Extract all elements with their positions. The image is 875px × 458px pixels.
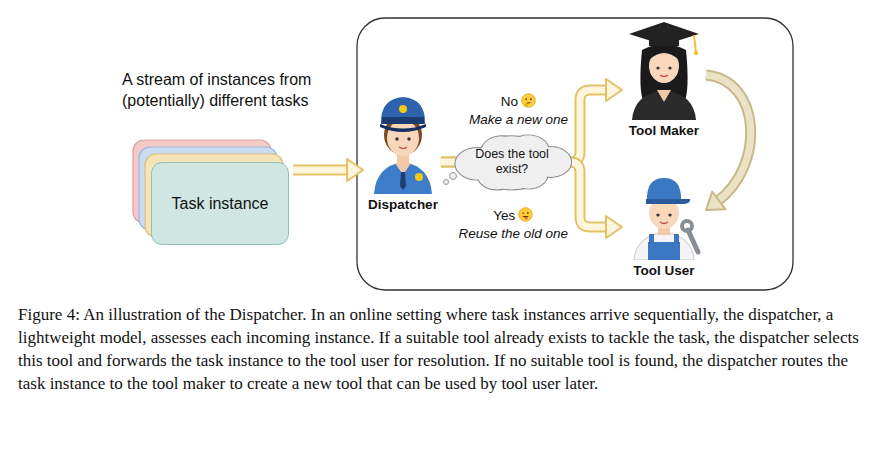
connector-fill xyxy=(706,75,751,202)
figure-node: Dispatcher xyxy=(365,86,441,212)
edge-note: Reuse the old one xyxy=(458,225,568,243)
connector-fill xyxy=(293,167,349,174)
tool-maker-figure xyxy=(624,20,704,120)
edge-note: Make a new one xyxy=(469,111,568,129)
connector xyxy=(706,75,751,210)
arrow-head xyxy=(706,192,725,210)
figure-caption: Figure 4: An illustration of the Dispatc… xyxy=(18,303,860,395)
edge-label-block: No Make a new one xyxy=(469,93,568,129)
edge-label-row: Yes xyxy=(458,207,568,225)
figure-label: Tool User xyxy=(624,263,704,278)
edge-label: Yes xyxy=(493,208,515,223)
dispatcher-figure xyxy=(366,86,440,194)
figure-node: Tool User xyxy=(624,170,704,278)
connector xyxy=(293,159,363,181)
figure-label: Dispatcher xyxy=(365,197,441,212)
edge-label-block: Yes Reuse the old one xyxy=(458,207,568,243)
figure-label: Tool Maker xyxy=(624,123,704,138)
connector-outline xyxy=(706,75,751,202)
connector-outline xyxy=(293,165,349,176)
note-label: A stream of instances from (potentially)… xyxy=(122,70,340,112)
arrow-head xyxy=(347,159,363,181)
winking-emoji xyxy=(518,207,533,222)
figure-node: Tool Maker xyxy=(624,20,704,138)
arrow-head xyxy=(606,216,622,238)
card-text: Task instance xyxy=(172,195,269,213)
tool-user-figure xyxy=(624,170,704,260)
edge-label: No xyxy=(501,94,518,109)
arrow-head xyxy=(606,79,622,101)
edge-label-row: No xyxy=(469,93,568,111)
cloud-text: Does the tool exist? xyxy=(472,147,552,177)
thinking-emoji xyxy=(521,93,536,108)
task-card: Task instance xyxy=(151,162,289,245)
thought-cloud: Does the tool exist? xyxy=(450,135,574,189)
